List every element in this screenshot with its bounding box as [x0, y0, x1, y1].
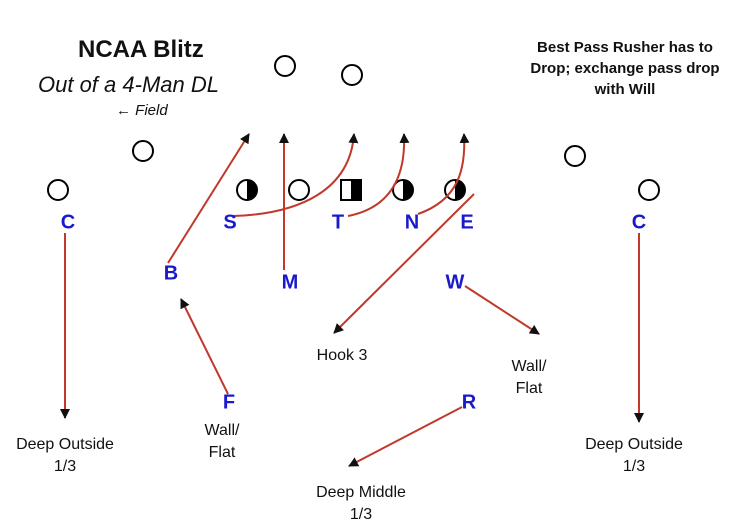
route-nose-rush — [417, 133, 470, 215]
offense-rg — [392, 179, 414, 201]
offense-center — [288, 179, 310, 201]
route-tackle-rush — [347, 133, 410, 217]
field-label: Field — [135, 102, 168, 119]
defender-nose: N — [404, 211, 420, 234]
defender-mike: M — [281, 271, 299, 294]
offense — [47, 55, 660, 201]
zone-label-wall-flat-left: Wall/ Flat — [204, 422, 240, 461]
defender-tackle: T — [331, 211, 345, 234]
defender-free: F — [222, 391, 236, 414]
route-buck-blitz — [167, 133, 250, 264]
offense-rt — [444, 179, 466, 201]
zone-label-deep-middle: Deep Middle 1/3 — [316, 484, 406, 523]
route-will-drop — [464, 285, 540, 335]
field-direction: ← Field — [116, 102, 168, 119]
offense-qb — [274, 55, 296, 77]
offense-lg — [340, 179, 362, 201]
offense-wr-right — [638, 179, 660, 201]
defender-buck: B — [163, 262, 179, 285]
offense-wr-left — [47, 179, 69, 201]
diagram-subtitle: Out of a 4-Man DL — [38, 72, 219, 97]
route-end-drop-hook — [333, 193, 475, 334]
defender-rover: R — [461, 391, 477, 414]
zone-label-wall-flat-right: Wall/ Flat — [511, 358, 547, 397]
left-arrow-icon: ← — [116, 102, 131, 119]
defender-corner-right: C — [631, 211, 647, 234]
zone-label-deep-outside-right: Deep Outside 1/3 — [585, 436, 683, 475]
routes — [60, 133, 644, 467]
route-free-blitz — [180, 298, 229, 395]
zone-label-deep-outside-left: Deep Outside 1/3 — [16, 436, 114, 475]
offense-lt — [236, 179, 258, 201]
offense-slot-right — [564, 145, 586, 167]
coaching-note: Best Pass Rusher has to Drop; exchange p… — [530, 39, 720, 98]
defender-sam: S — [223, 211, 237, 234]
route-safety-rush — [232, 133, 359, 217]
diagram-title: NCAA Blitz — [78, 36, 204, 63]
route-rover-deep — [348, 406, 463, 467]
defender-end: E — [460, 211, 474, 234]
offense-rb — [341, 64, 363, 86]
defender-will: W — [445, 271, 465, 294]
offense-slot-left — [132, 140, 154, 162]
offensive-line — [236, 179, 466, 201]
defender-corner-left: C — [60, 211, 76, 234]
zone-label-hook: Hook 3 — [316, 347, 368, 364]
